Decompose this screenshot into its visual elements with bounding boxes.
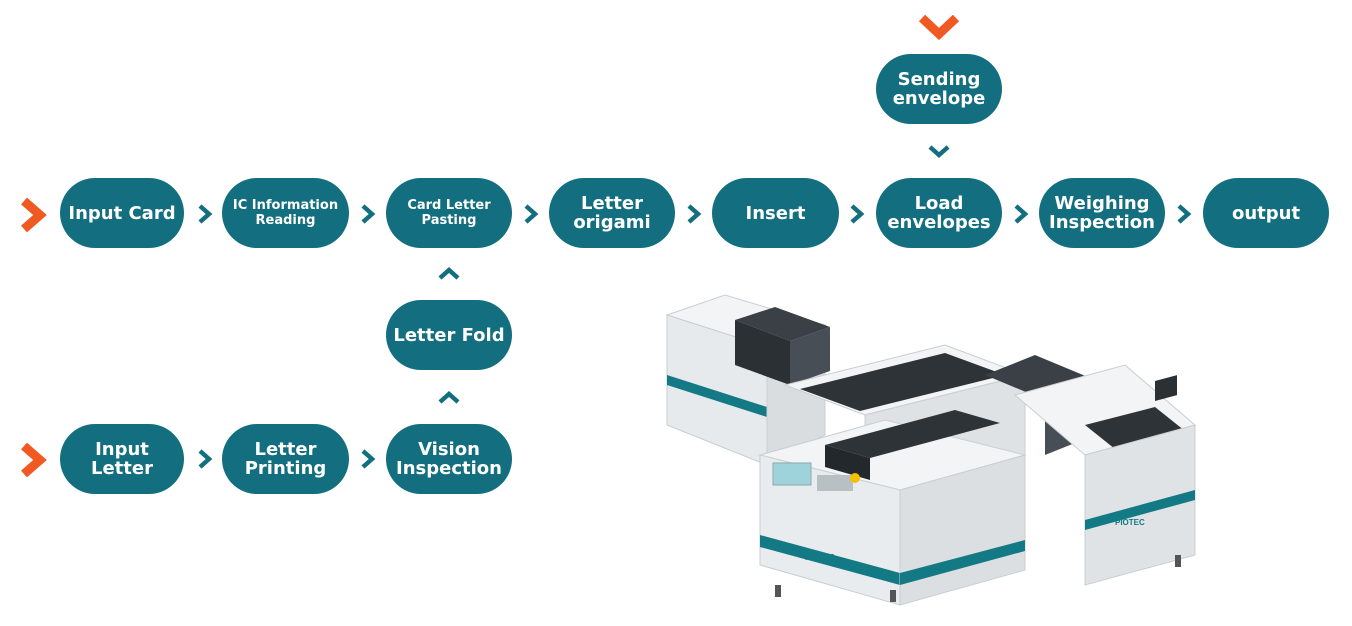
chevron-down-icon [928, 145, 950, 159]
chevron-right-icon [524, 204, 539, 224]
node-load-envelopes-label: Load envelopes [887, 193, 991, 233]
node-vision-inspection: Vision Inspection [386, 424, 512, 494]
node-sending-envelope-label: Sending envelope [892, 69, 986, 109]
node-input-letter-label: Input Letter [91, 439, 153, 479]
node-output-label: output [1231, 202, 1301, 224]
chevron-right-icon [1177, 204, 1192, 224]
node-ic-information-reading-label: IC Information Reading [232, 198, 339, 228]
node-letter-printing-label: Letter Printing [244, 439, 327, 479]
node-insert: Insert [712, 178, 839, 248]
entry-arrow-card-icon [21, 197, 47, 233]
chevron-right-icon [198, 204, 213, 224]
node-ic-information-reading: IC Information Reading [222, 178, 349, 248]
node-weighing-inspection-label: Weighing Inspection [1049, 193, 1155, 233]
node-card-letter-pasting-label: Card Letter Pasting [407, 198, 491, 228]
node-sending-envelope: Sending envelope [876, 54, 1002, 124]
chevron-right-icon [687, 204, 702, 224]
entry-arrow-letter-icon [21, 442, 47, 478]
node-letter-origami: Letter origami [549, 178, 675, 248]
node-letter-fold: Letter Fold [386, 300, 512, 370]
node-insert-label: Insert [745, 202, 806, 224]
chevron-right-icon [850, 204, 865, 224]
machine-brand-label: PIOTEC [805, 553, 835, 562]
node-letter-origami-label: Letter origami [573, 193, 651, 233]
chevron-up-icon [438, 390, 460, 404]
machine-brand-label-right: PIOTEC [1115, 518, 1145, 527]
chevron-right-icon [361, 204, 376, 224]
node-card-letter-pasting: Card Letter Pasting [386, 178, 512, 248]
node-letter-printing: Letter Printing [222, 424, 349, 494]
node-output: output [1203, 178, 1329, 248]
node-load-envelopes: Load envelopes [876, 178, 1002, 248]
node-vision-inspection-label: Vision Inspection [396, 439, 502, 479]
entry-arrow-envelope-icon [918, 14, 960, 41]
node-letter-fold-label: Letter Fold [393, 324, 505, 346]
chevron-right-icon [198, 449, 213, 469]
chevron-right-icon [1014, 204, 1029, 224]
chevron-up-icon [438, 266, 460, 280]
node-input-card-label: Input Card [68, 202, 176, 224]
node-input-letter: Input Letter [60, 424, 184, 494]
node-input-card: Input Card [60, 178, 184, 248]
node-weighing-inspection: Weighing Inspection [1039, 178, 1165, 248]
chevron-right-icon [361, 449, 376, 469]
envelope-inserting-machine-illustration: PIOTEC PIOTEC [665, 294, 1197, 606]
